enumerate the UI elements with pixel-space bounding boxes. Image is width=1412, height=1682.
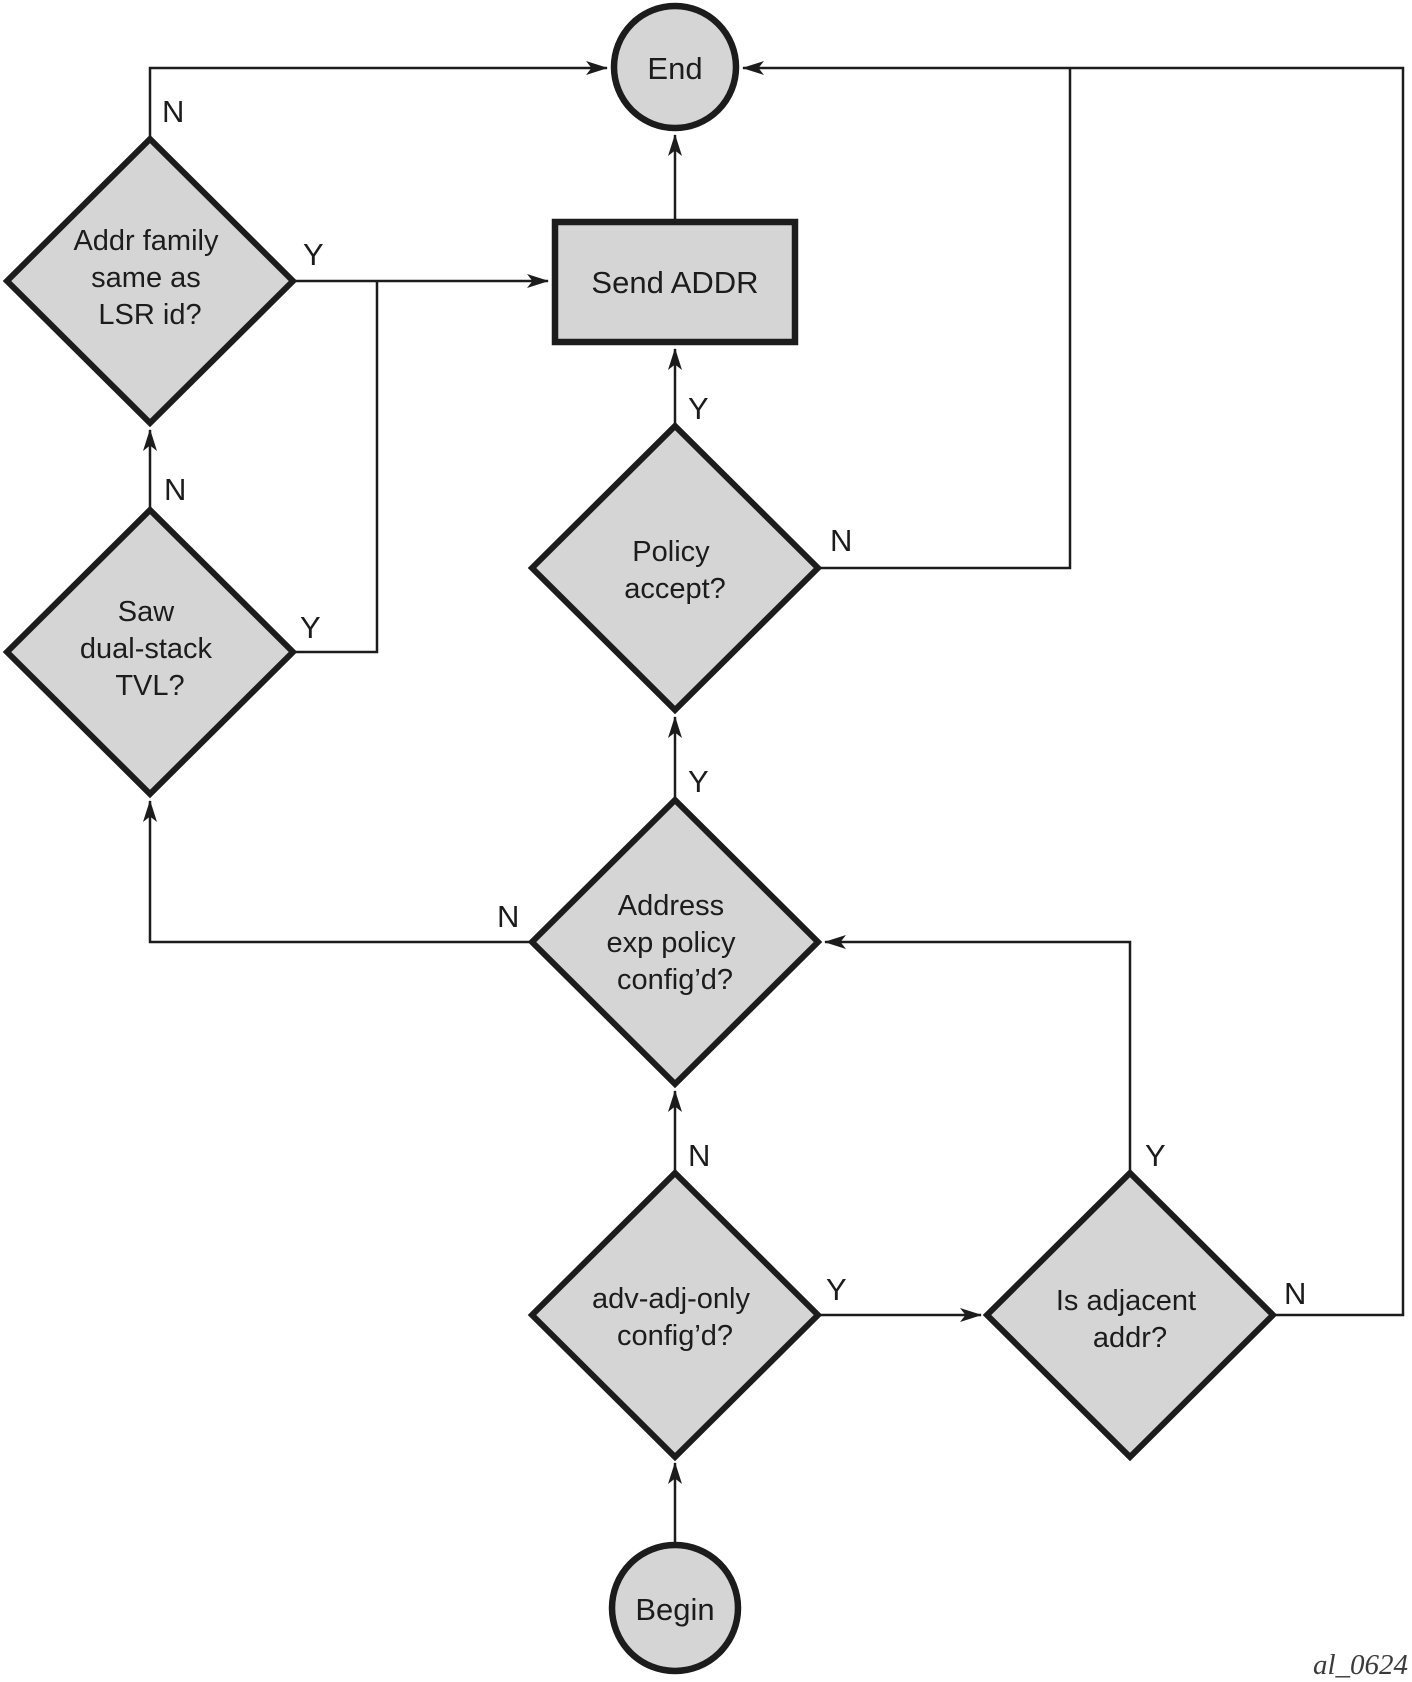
send-addr-label: Send ADDR [591, 265, 758, 300]
node-adv-adj-only: adv-adj-only config’d? [527, 1168, 823, 1462]
label-saw-dual-stack-n: N [164, 472, 186, 507]
figure-id-label: al_0624 [1313, 1649, 1408, 1681]
is-adjacent-label: Is adjacent addr? [1056, 1285, 1204, 1354]
adv-adj-only-diamond [527, 1168, 823, 1462]
adv-adj-only-label: adv-adj-only config’d? [592, 1283, 758, 1352]
label-addr-family-n: N [162, 94, 184, 129]
policy-accept-diamond [527, 421, 823, 715]
label-addr-exp-policy-n: N [497, 899, 519, 934]
edge-addr-family-n [148, 61, 608, 139]
end-circle [610, 2, 740, 132]
edges [143, 61, 1405, 1545]
node-addr-exp-policy: Address exp policy config’d? [527, 795, 823, 1089]
label-saw-dual-stack-y: Y [300, 610, 321, 645]
label-addr-family-y: Y [303, 237, 324, 272]
node-policy-accept: Policy accept? [527, 421, 823, 715]
addr-exp-policy-diamond [527, 795, 823, 1089]
end-label: End [647, 51, 702, 86]
begin-label: Begin [635, 1592, 714, 1627]
label-is-adjacent-n: N [1284, 1276, 1306, 1311]
policy-accept-label: Policy accept? [624, 536, 726, 605]
addr-exp-policy-label: Address exp policy config’d? [606, 890, 743, 996]
saw-dual-stack-diamond [2, 505, 298, 799]
node-is-adjacent: Is adjacent addr? [982, 1168, 1278, 1462]
is-adjacent-diamond [982, 1168, 1278, 1462]
addr-family-label: Addr family same as LSR id? [73, 225, 226, 331]
edge-policy-accept-n [818, 68, 1072, 570]
send-addr-box [551, 218, 799, 346]
edge-addr-exp-policy-n [143, 800, 532, 944]
begin-circle [608, 1541, 742, 1675]
label-policy-accept-y: Y [688, 391, 709, 426]
node-begin: Begin [608, 1541, 742, 1675]
addr-family-diamond [2, 134, 298, 428]
edge-is-adjacent-y [824, 935, 1132, 1173]
edge-is-adjacent-n [742, 61, 1405, 1317]
saw-dual-stack-label: Saw dual-stack TVL? [80, 596, 220, 702]
label-adv-adj-only-n: N [688, 1138, 710, 1173]
label-adv-adj-only-y: Y [826, 1272, 847, 1307]
node-saw-dual-stack: Saw dual-stack TVL? [2, 505, 298, 799]
edge-saw-dual-stack-y [293, 281, 379, 654]
label-is-adjacent-y: Y [1145, 1138, 1166, 1173]
node-addr-family: Addr family same as LSR id? [2, 134, 298, 428]
branch-labels: N Y N Y Y N Y N N Y Y N [162, 94, 1306, 1311]
label-addr-exp-policy-y: Y [688, 764, 709, 799]
node-send-addr: Send ADDR [551, 218, 799, 346]
label-policy-accept-n: N [830, 523, 852, 558]
node-end: End [610, 2, 740, 132]
